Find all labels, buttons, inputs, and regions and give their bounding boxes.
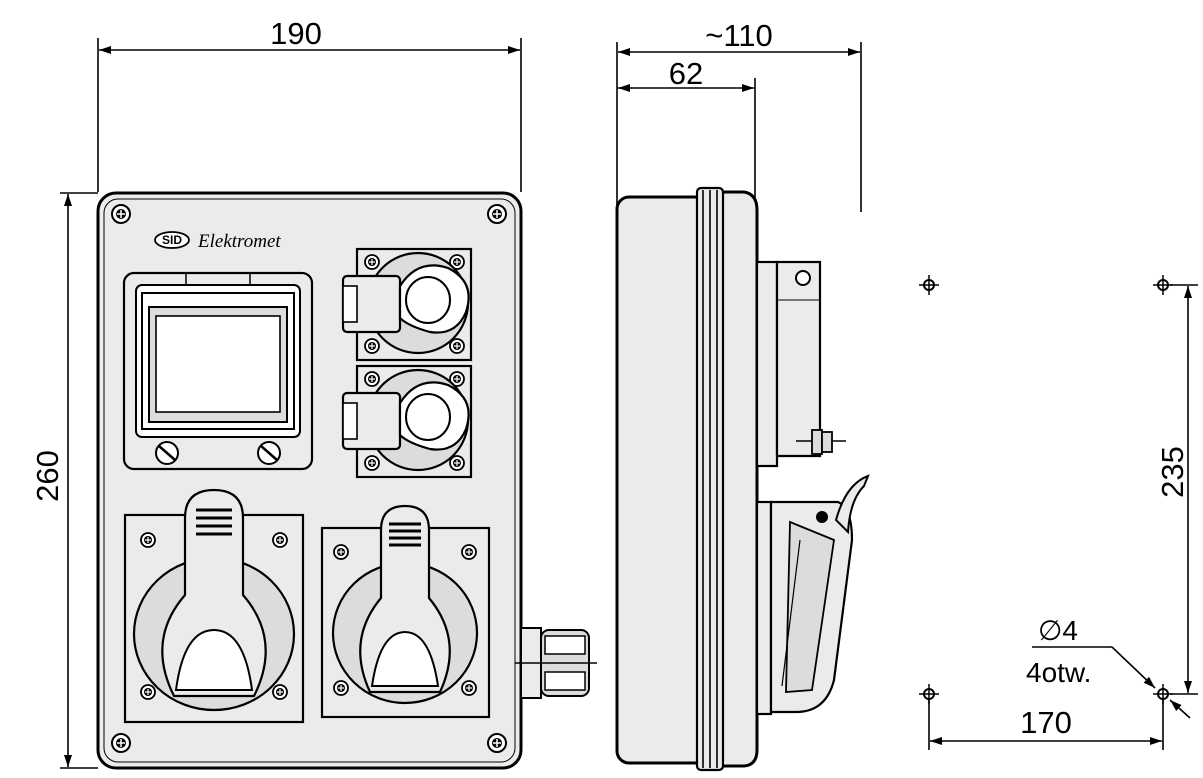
brand-name: Elektromet bbox=[197, 231, 281, 252]
corner-screw-icon bbox=[487, 733, 507, 753]
breaker-window bbox=[122, 271, 314, 471]
side-socket-lower bbox=[755, 474, 870, 716]
depth-body-dimension-label: 62 bbox=[669, 56, 703, 91]
height-dimension-label: 260 bbox=[30, 450, 65, 502]
socket-230v-bottom bbox=[341, 364, 473, 479]
hole-count-label: 4otw. bbox=[1026, 657, 1091, 688]
slotted-screw-icon bbox=[155, 441, 179, 465]
socket-230v-top bbox=[341, 247, 473, 362]
slotted-screw-icon bbox=[257, 441, 281, 465]
socket-400v-left bbox=[123, 488, 305, 724]
mount-vertical-dimension-label: 235 bbox=[1155, 446, 1190, 498]
mounting-hole-icon bbox=[918, 274, 940, 296]
cable-gland bbox=[515, 627, 597, 699]
mount-horizontal-dimension-label: 170 bbox=[1020, 705, 1072, 740]
corner-screw-icon bbox=[111, 733, 131, 753]
side-socket-upper bbox=[755, 260, 846, 468]
socket-400v-right bbox=[320, 504, 491, 719]
width-dimension-label: 190 bbox=[270, 16, 322, 51]
depth-total-dimension-label: ~110 bbox=[705, 18, 773, 53]
corner-screw-icon bbox=[111, 204, 131, 224]
sid-logo-icon bbox=[154, 231, 190, 249]
side-view: ~110 62 bbox=[615, 18, 870, 772]
corner-screw-icon bbox=[487, 204, 507, 224]
mounting-pattern: 235 170 ∅4 4otw. bbox=[918, 274, 1198, 750]
front-view: 190 260 SID Elektromet bbox=[30, 16, 597, 770]
brand-logo-text: SID bbox=[162, 233, 182, 247]
hole-diameter-label: ∅4 bbox=[1038, 615, 1078, 646]
